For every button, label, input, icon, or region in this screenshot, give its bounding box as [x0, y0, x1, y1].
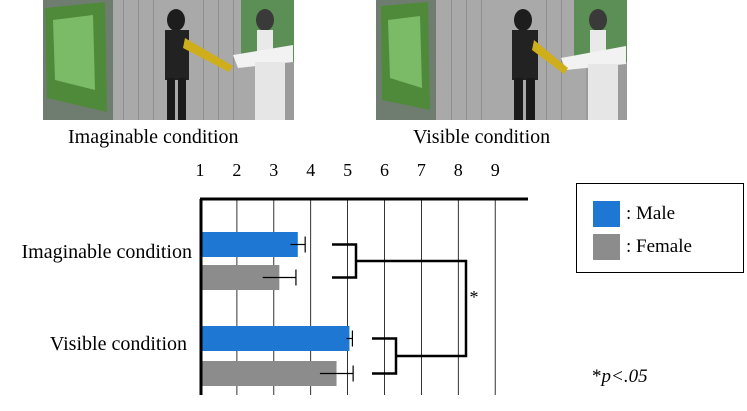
legend-label-male: : Male	[626, 203, 676, 224]
significance-note-p: p<.05	[601, 366, 648, 387]
robot-handshake-photo-imaginable-icon	[43, 0, 294, 120]
significance-note: *p<.05	[592, 366, 648, 388]
tick-label-3: 3	[269, 160, 278, 180]
tick-label-8: 8	[454, 160, 463, 180]
tick-label-7: 7	[417, 160, 426, 180]
tick-label-2: 2	[232, 160, 241, 180]
bar-female-1	[202, 361, 337, 386]
bar-male-0	[202, 232, 298, 257]
tick-label-1: 1	[196, 160, 205, 180]
caption-imaginable: Imaginable condition	[68, 126, 239, 148]
photo-visible-condition	[376, 0, 627, 120]
significance-marker: *	[470, 287, 479, 307]
legend-item-male: : Male	[593, 201, 675, 227]
significance-bracket-between	[356, 259, 468, 358]
category-label-imaginable: Imaginable condition	[21, 241, 192, 263]
tick-label-9: 9	[491, 160, 500, 180]
tick-label-6: 6	[380, 160, 389, 180]
photo-imaginable-condition	[43, 0, 294, 120]
category-label-visible: Visible condition	[50, 333, 187, 355]
bar-male-1	[202, 326, 350, 351]
tick-label-4: 4	[306, 160, 315, 180]
legend: : Male : Female	[576, 183, 744, 273]
legend-item-female: : Female	[593, 234, 692, 260]
legend-swatch-male	[593, 201, 620, 227]
significance-bracket-visible	[372, 337, 398, 375]
significance-bracket-imaginable	[332, 243, 358, 279]
tick-label-5: 5	[343, 160, 352, 180]
robot-handshake-photo-visible-icon	[376, 0, 627, 120]
legend-label-female: : Female	[626, 236, 692, 257]
legend-swatch-female	[593, 234, 620, 260]
significance-note-star: *	[592, 366, 602, 387]
caption-visible: Visible condition	[413, 126, 551, 148]
bar-chart: 1 2 3 4 5 6 7 8 9 Imaginable condition Visible c…	[21, 160, 528, 395]
